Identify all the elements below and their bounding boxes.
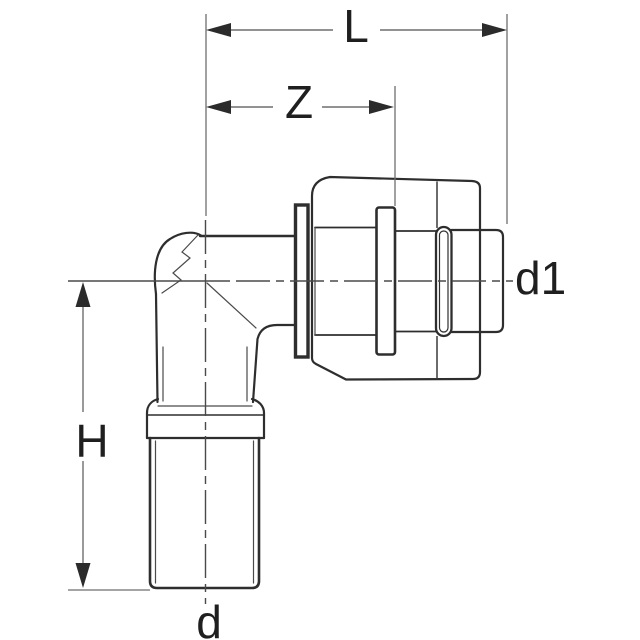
dimension-label-d1: d1: [515, 252, 566, 304]
arrowhead-left-icon: [206, 23, 231, 37]
elbow-body: [145, 231, 298, 590]
outlet-pipe-bottom-edge: [251, 323, 298, 404]
arrowhead-right-icon: [482, 23, 507, 37]
arrowhead-right-icon: [369, 100, 394, 114]
dimension-L: L: [206, 0, 507, 52]
dimensions: L Z H d d1: [68, 0, 566, 640]
press-end-cylinder: [449, 228, 505, 334]
dimension-label-L: L: [343, 0, 369, 52]
dimension-label-d: d: [196, 596, 222, 640]
dimension-Z: Z: [206, 76, 394, 128]
dimension-label-Z: Z: [285, 76, 313, 128]
bend-outer-edge: [154, 292, 159, 404]
spigot-tube-outline: [148, 436, 261, 590]
arrowhead-down-icon: [75, 563, 91, 588]
centerlines: [68, 220, 513, 604]
break-mark-zigzag: [161, 234, 199, 294]
collar-left-flare: [145, 397, 160, 440]
dimension-label-H: H: [75, 415, 108, 467]
break-mark-curl: [153, 231, 203, 296]
dimension-H: H: [75, 282, 109, 588]
press-socket-body: [293, 175, 505, 381]
arrowhead-left-icon: [206, 100, 231, 114]
collar-right-flare: [250, 397, 266, 440]
bend-miter-line: [206, 282, 257, 329]
arrowhead-up-icon: [75, 282, 91, 307]
